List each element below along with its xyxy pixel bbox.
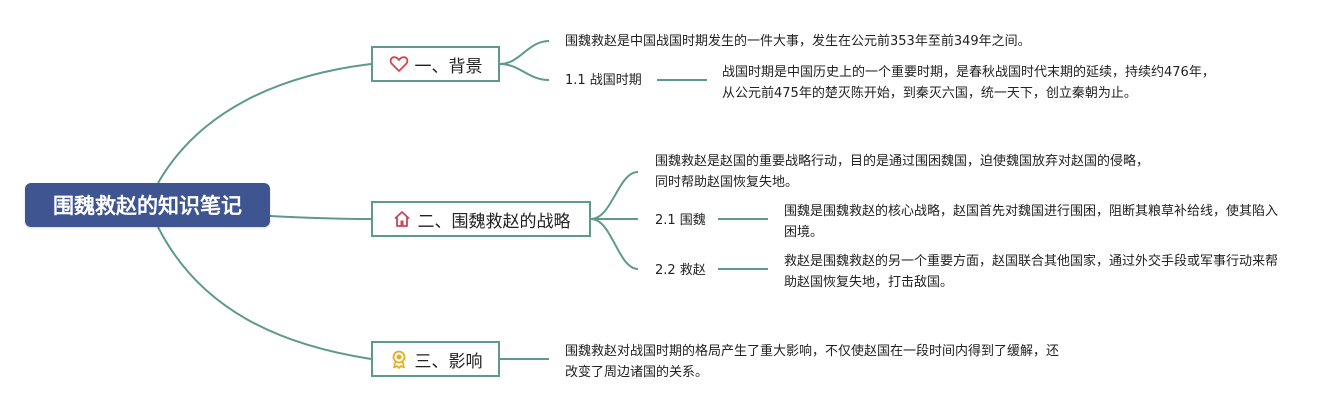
connector-b1-note [499,40,550,65]
note-background: 围魏救赵是中国战国时期发生的一件大事，发生在公元前353年至前349年之间。 [565,34,1031,49]
note-besiege-wei: 围魏是围魏救赵的核心战略，赵国首先对魏国进行围困，阻断其粮草补给线，使其陷入困境… [784,204,1279,240]
subtopic-warring-states[interactable]: 1.1 战国时期 [565,73,642,88]
connector-b1-sub [499,63,550,81]
connector-root-branch2 [269,215,372,220]
branch-label: 三、影响 [414,351,483,372]
connector-root-branch1 [157,63,372,184]
root-title: 围魏救赵的知识笔记 [53,194,242,218]
note-warring-states: 战国时期是中国历史上的一个重要时期，是春秋战国时代末期的延续，持续约476年，从… [722,65,1215,101]
branch-strategy[interactable]: 二、围魏救赵的战略 [371,201,591,237]
branch-influence[interactable]: 三、影响 [371,341,500,377]
branch-label: 一、背景 [414,56,483,77]
branch-background[interactable]: 一、背景 [371,46,500,82]
note-rescue-zhao: 救赵是围魏救赵的另一个重要方面，赵国联合其他国家，通过外交手段或军事行动来帮助赵… [784,254,1279,290]
connector-root-branch3 [157,226,372,360]
branch-label: 二、围魏救赵的战略 [417,211,571,232]
heart-icon [389,54,409,74]
root-topic[interactable]: 围魏救赵的知识笔记 [25,183,270,227]
note-strategy: 围魏救赵是赵国的重要战略行动，目的是通过围困魏国，迫使魏国放弃对赵国的侵略，同时… [655,154,1150,190]
subtopic-rescue-zhao[interactable]: 2.2 救赵 [655,263,706,278]
connector-b2-sub2 [590,218,639,270]
note-influence: 围魏救赵对战国时期的格局产生了重大影响，不仅使赵国在一段时间内得到了缓解，还改变… [565,344,1060,380]
medal-icon [389,349,409,369]
subtopic-besiege-wei[interactable]: 2.1 围魏 [655,213,706,228]
house-icon [392,209,412,229]
connector-b2-note [590,171,639,220]
